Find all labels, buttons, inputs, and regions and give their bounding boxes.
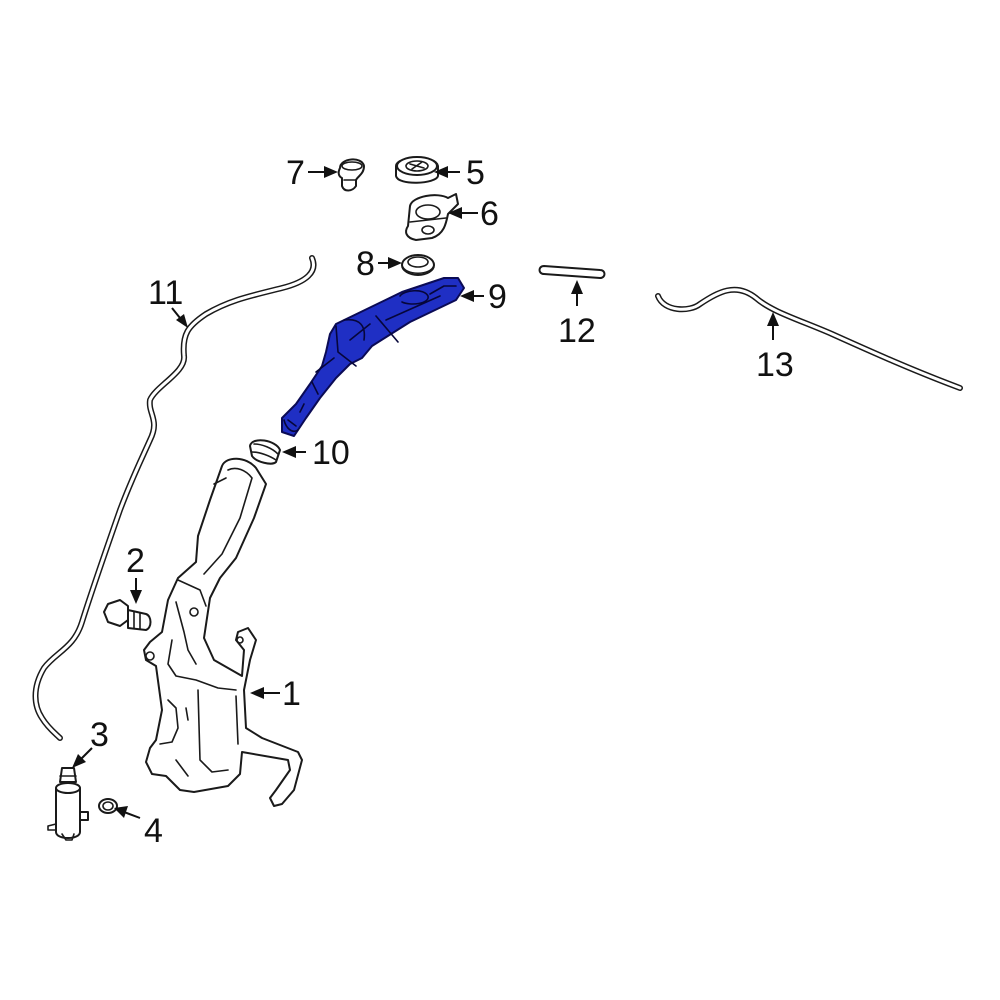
part-1-washer-reservoir[interactable] (143, 457, 303, 807)
part-7-grommet[interactable] (337, 158, 365, 192)
callout-numbers: 1 2 3 4 5 6 7 8 9 10 11 12 13 (90, 154, 794, 850)
callout-9: 9 (488, 278, 507, 316)
callout-1: 1 (282, 675, 301, 713)
part-5-filler-cap[interactable] (395, 156, 439, 184)
callout-5: 5 (466, 154, 485, 192)
part-10-seal[interactable] (249, 439, 281, 465)
callout-3: 3 (90, 716, 109, 754)
part-9-filler-neck[interactable] (281, 277, 465, 437)
callout-4: 4 (144, 812, 163, 850)
callout-7: 7 (286, 154, 305, 192)
callout-10: 10 (312, 434, 350, 472)
callout-2: 2 (126, 542, 145, 580)
part-3-washer-pump[interactable] (47, 767, 89, 841)
part-4-grommet[interactable] (98, 798, 118, 814)
part-2-fitting[interactable] (103, 599, 152, 631)
callout-6: 6 (480, 195, 499, 233)
part-6-filler-neck-bracket[interactable] (405, 193, 459, 241)
callout-12: 12 (558, 312, 596, 350)
part-12-connector-tube[interactable] (538, 265, 606, 279)
leader-lines (72, 166, 779, 819)
callout-8: 8 (356, 245, 375, 283)
part-13-washer-hose[interactable] (655, 286, 963, 391)
part-8-seal-ring[interactable] (401, 254, 435, 276)
callout-13: 13 (756, 346, 794, 384)
callout-11: 11 (148, 274, 183, 312)
part-11-washer-hose[interactable] (32, 255, 317, 741)
